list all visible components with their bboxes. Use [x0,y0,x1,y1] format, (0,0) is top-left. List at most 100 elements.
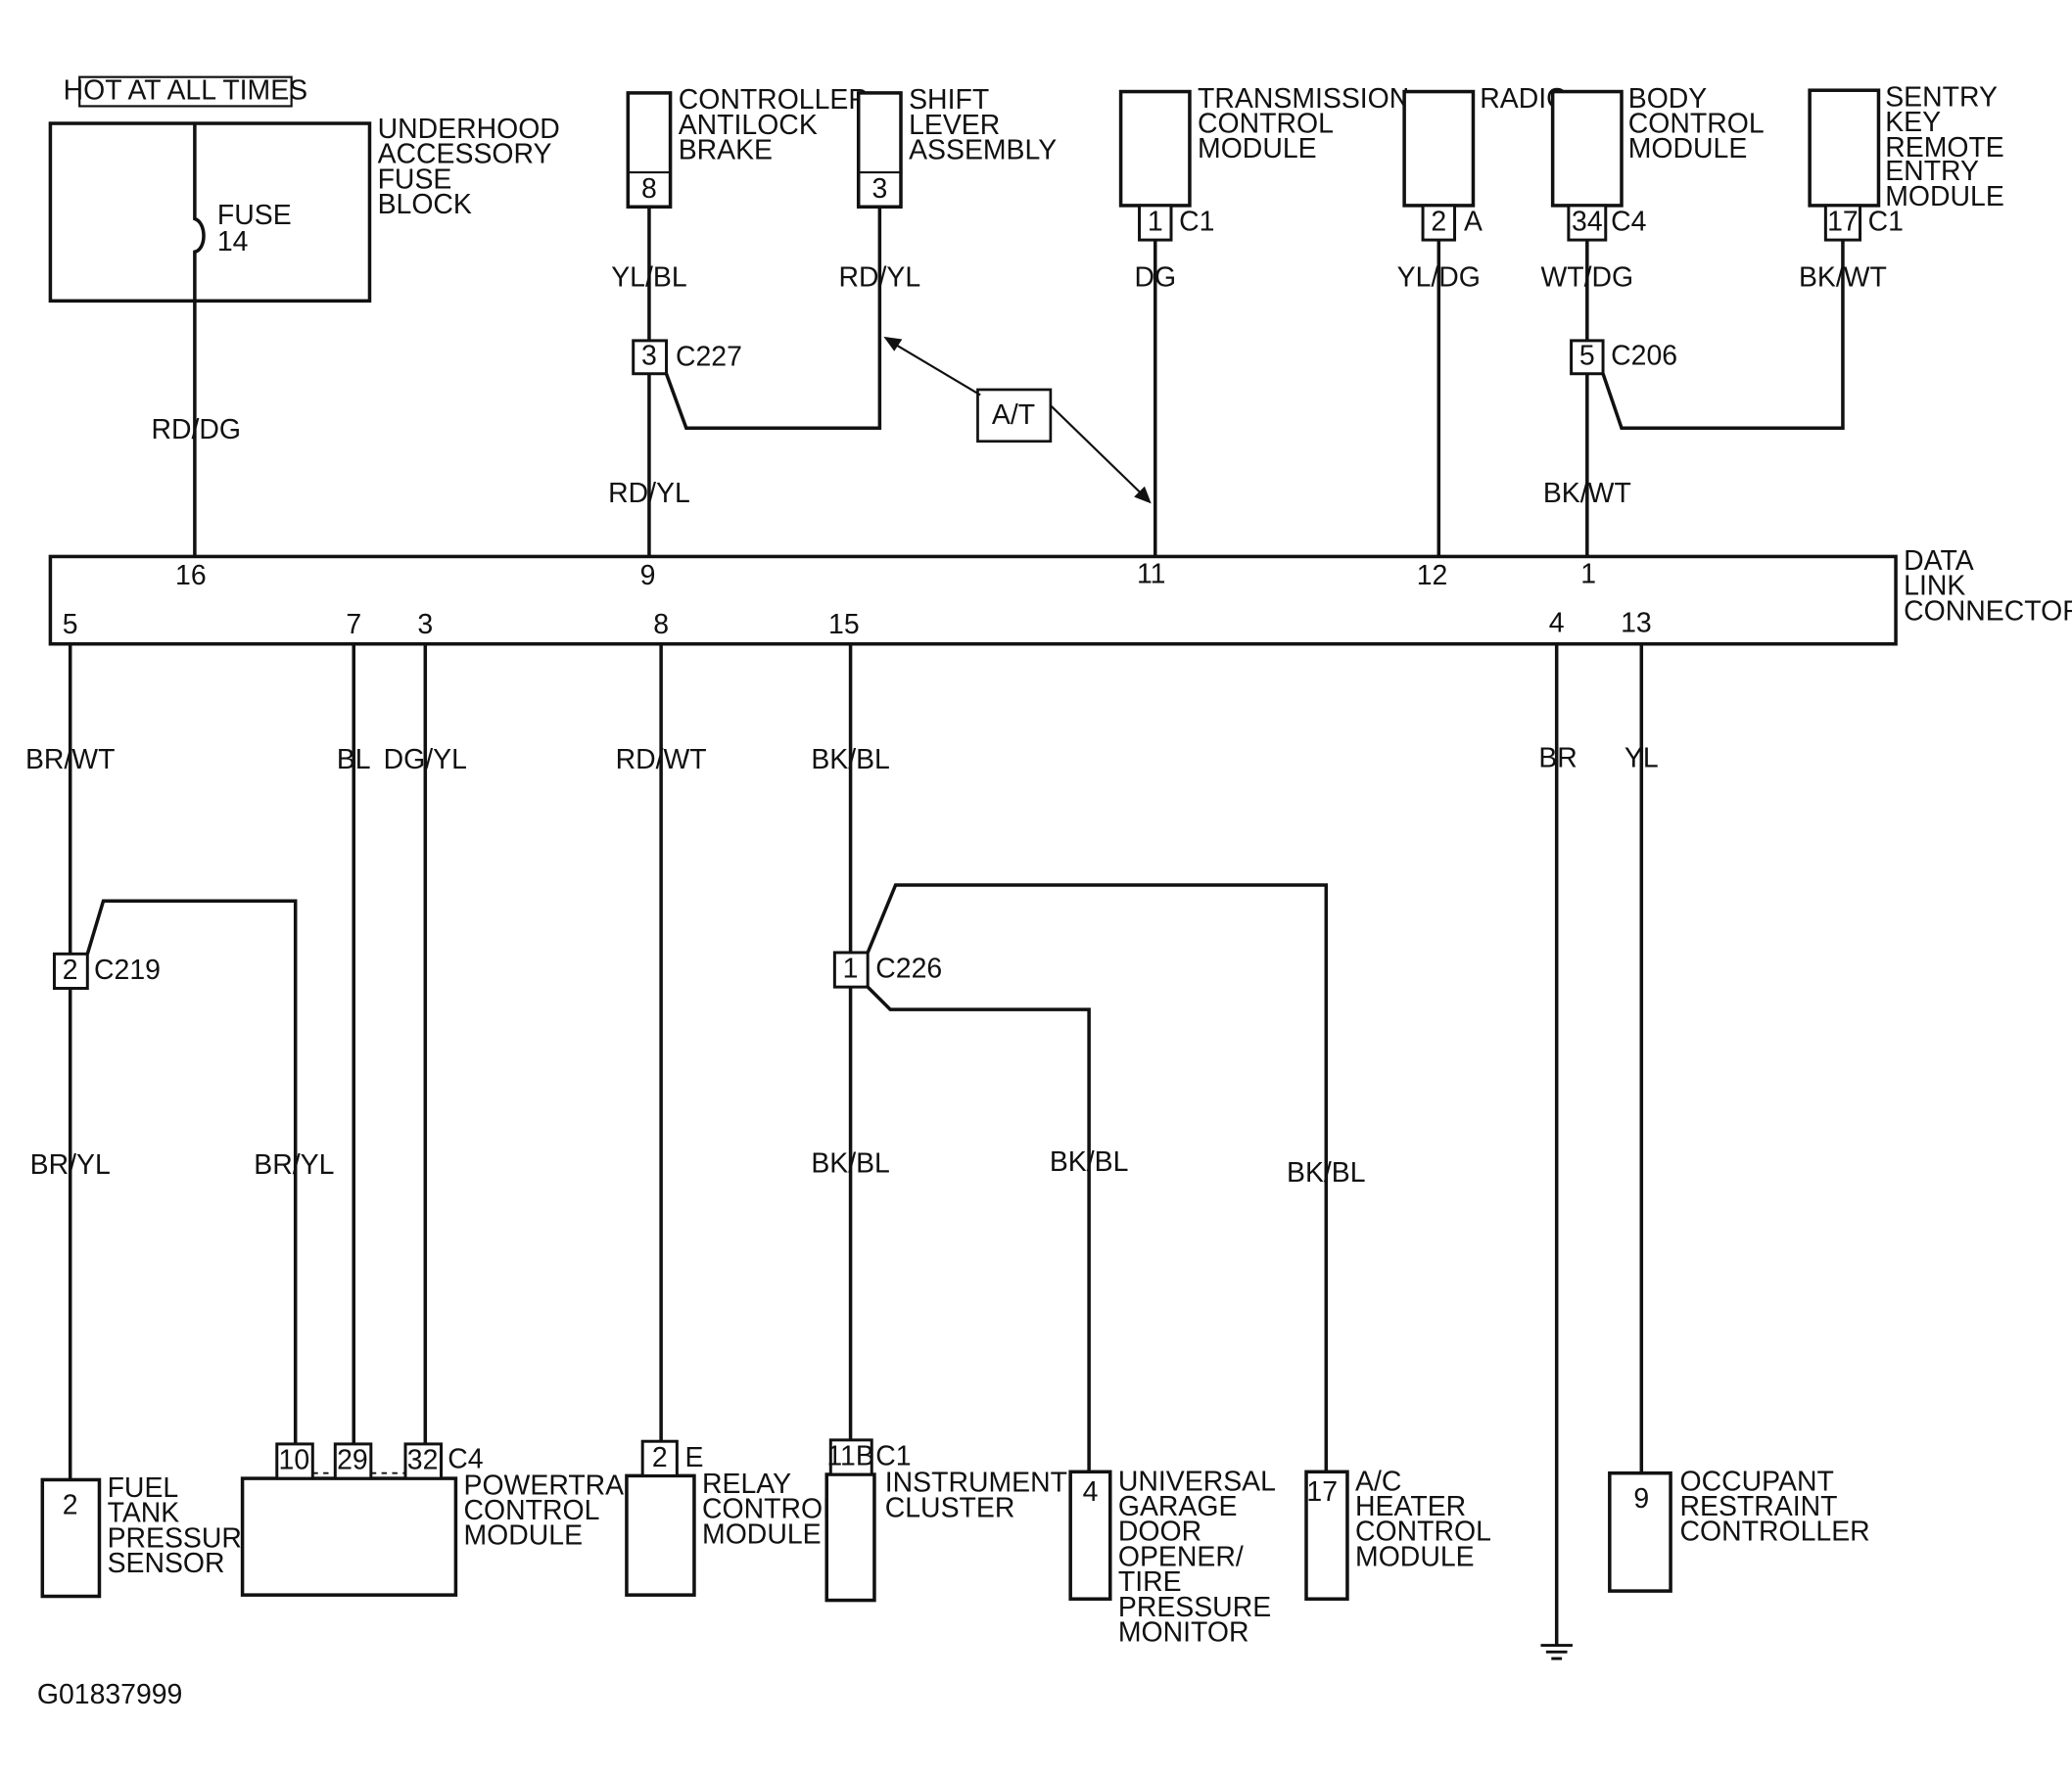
wire-ugdo [866,985,1091,1472]
wire-color-label: BR [1538,743,1577,774]
skreem-connector: C1 [1868,207,1904,238]
ac-box [1304,1470,1349,1601]
shift-lever-box [856,91,903,210]
fuse-block-name-line: ACCESSORY [378,139,552,170]
tcm-name-line: TRANSMISSION [1198,83,1409,115]
wire-color-label: BK/WT [1799,261,1887,293]
dlc-pin: 7 [346,609,361,640]
bcm-name-line: CONTROL [1628,108,1765,139]
dlc-pin: 15 [828,609,860,640]
ic-box [824,1472,876,1603]
wire-skreem [1601,240,1845,430]
ic-pin: 11B [826,1441,873,1472]
wire-color-label: YL [1625,743,1659,774]
skreem-name-line: MODULE [1885,181,2004,212]
fuse-block-name-line: BLOCK [378,189,472,220]
skreem-pin: 17 [1827,207,1859,238]
skreem-name-line: ENTRY [1885,156,1979,187]
c219-pin: 2 [63,955,78,986]
abs-name-line: BRAKE [679,135,773,166]
dlc-pin: 16 [175,560,207,591]
ugdo-name-line: GARAGE [1118,1491,1238,1522]
at-arrow-line [1050,404,1142,494]
ugdo-pin: 4 [1083,1476,1099,1508]
tcm-pin: 1 [1148,207,1163,238]
dlc-pin: 3 [417,609,433,640]
wire-color-label: RD/YL [608,478,690,509]
ftps-name-line: SENSOR [108,1548,225,1579]
ic-name: INSTRUMENT CLUSTER [885,1468,1067,1524]
ugdo-name: UNIVERSAL GARAGE DOOR OPENER/ TIRE PRESS… [1118,1466,1276,1648]
ftps-name-line: TANK [108,1498,180,1529]
c227-label: C227 [676,342,742,373]
fuse-block-name-line: UNDERHOOD [378,114,560,145]
ugdo-name-line: DOOR [1118,1517,1201,1548]
wire-color-label: RD/YL [839,261,921,293]
ftps-name-line: PRESSURE [108,1522,260,1554]
wire-color-label: WT/DG [1540,261,1633,293]
ugdo-name-line: PRESSURE [1118,1592,1271,1623]
wire-color-label: RD/WT [616,744,707,775]
wire-color-label: BR/YL [254,1149,334,1181]
at-arrowhead [883,336,903,351]
pcm-connector: C4 [447,1443,483,1474]
fuse-block-box [48,121,372,303]
ugdo-name-line: TIRE [1118,1566,1182,1598]
tcm-name-line: MODULE [1198,133,1317,164]
skreem-name-line: SENTRY [1885,81,1998,113]
radio-box [1402,89,1476,208]
fuse-block-name-line: FUSE [378,163,452,195]
bcm-connector: C4 [1611,207,1646,238]
pcm-pin-box [275,1442,314,1480]
wire-color-label: BK/BL [1050,1146,1129,1178]
abs-name-line: ANTILOCK [679,110,818,141]
wire-shift-lever [664,207,882,430]
at-callout-label: A/T [992,399,1035,431]
c227-pin: 3 [641,340,657,371]
relay-pin-box [640,1439,679,1477]
radio-connector: A [1464,207,1483,238]
bcm-box [1550,89,1624,208]
tcm-name-line: CONTROL [1198,108,1334,139]
wire-color-label: RD/DG [151,414,241,445]
ic-name-line: CLUSTER [885,1492,1015,1523]
ftps-name-line: FUEL [108,1472,179,1504]
fuse-block-name: UNDERHOOD ACCESSORY FUSE BLOCK [378,114,560,220]
ugdo-name-line: UNIVERSAL [1118,1466,1276,1497]
relay-box [625,1473,696,1597]
hot-label-frame [78,75,293,108]
pcm-pin: 32 [407,1445,439,1476]
ac-name-line: HEATER [1355,1491,1466,1522]
orc-box [1608,1471,1672,1593]
c206-pin: 5 [1579,340,1595,371]
ac-name-line: MODULE [1355,1541,1475,1572]
ftps-box [40,1477,102,1599]
wire-color-label: BK/BL [1287,1157,1366,1189]
c227-pin-box [632,339,669,376]
orc-pin: 9 [1633,1483,1649,1515]
orc-name: OCCUPANT RESTRAINT CONTROLLER [1680,1466,1870,1547]
dlc-pin: 4 [1549,608,1565,639]
ac-name-line: CONTROL [1355,1517,1491,1548]
ugdo-name-line: OPENER/ [1118,1541,1244,1572]
at-callout-box [976,388,1053,444]
shift-name-line: SHIFT [909,84,989,116]
hot-label: HOT AT ALL TIMES [64,75,307,107]
relay-pin: 2 [652,1442,668,1473]
ugdo-name-line: MONITOR [1118,1617,1249,1649]
ugdo-box [1068,1470,1112,1601]
abs-pin: 8 [641,173,657,205]
relay-name-line: CONTROL [702,1494,838,1525]
bcm-name-line: BODY [1628,83,1708,115]
dlc-pin: 13 [1621,608,1652,639]
pcm-pin: 10 [279,1445,310,1476]
abs-controller-name: CONTROLLER ANTILOCK BRAKE [679,84,869,165]
ftps-pin: 2 [63,1490,78,1521]
wire-color-label: YL/DG [1397,261,1481,293]
orc-name-line: CONTROLLER [1680,1517,1870,1548]
radio-pin: 2 [1431,207,1446,238]
pcm-pin: 29 [337,1445,368,1476]
dlc-pin: 8 [653,609,669,640]
ac-pin: 17 [1306,1476,1338,1508]
pcm-name-line: CONTROL [464,1495,600,1526]
